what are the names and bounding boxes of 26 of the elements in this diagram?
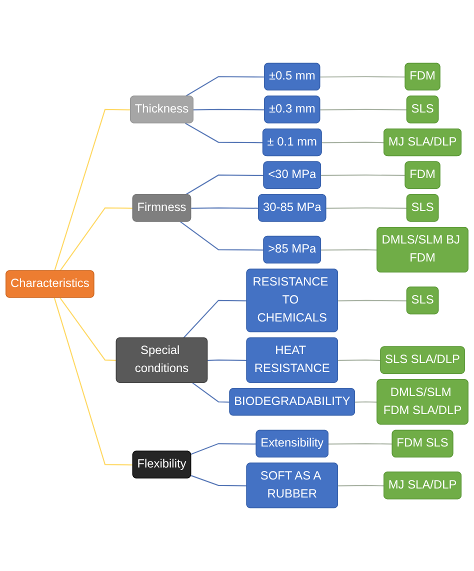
connector bbox=[321, 174, 406, 176]
connector bbox=[60, 297, 117, 362]
connector bbox=[326, 207, 408, 209]
connector bbox=[185, 76, 265, 97]
connector bbox=[320, 76, 406, 78]
connector bbox=[185, 174, 264, 196]
connector bbox=[185, 122, 264, 144]
connector bbox=[190, 443, 257, 455]
connector bbox=[191, 207, 259, 209]
connector bbox=[54, 108, 131, 272]
connector bbox=[355, 401, 378, 403]
connector bbox=[182, 300, 247, 338]
connector bbox=[180, 221, 264, 251]
connector bbox=[193, 108, 265, 110]
connector bbox=[338, 360, 381, 362]
connector bbox=[338, 484, 384, 486]
connector bbox=[338, 300, 408, 302]
connector bbox=[322, 142, 384, 144]
connector bbox=[54, 298, 134, 466]
connector bbox=[320, 108, 408, 110]
connector bbox=[60, 207, 134, 272]
connector bbox=[190, 475, 247, 486]
connector bbox=[328, 443, 393, 445]
connector bbox=[192, 382, 230, 403]
connector bbox=[208, 360, 247, 362]
connector bbox=[321, 249, 378, 251]
